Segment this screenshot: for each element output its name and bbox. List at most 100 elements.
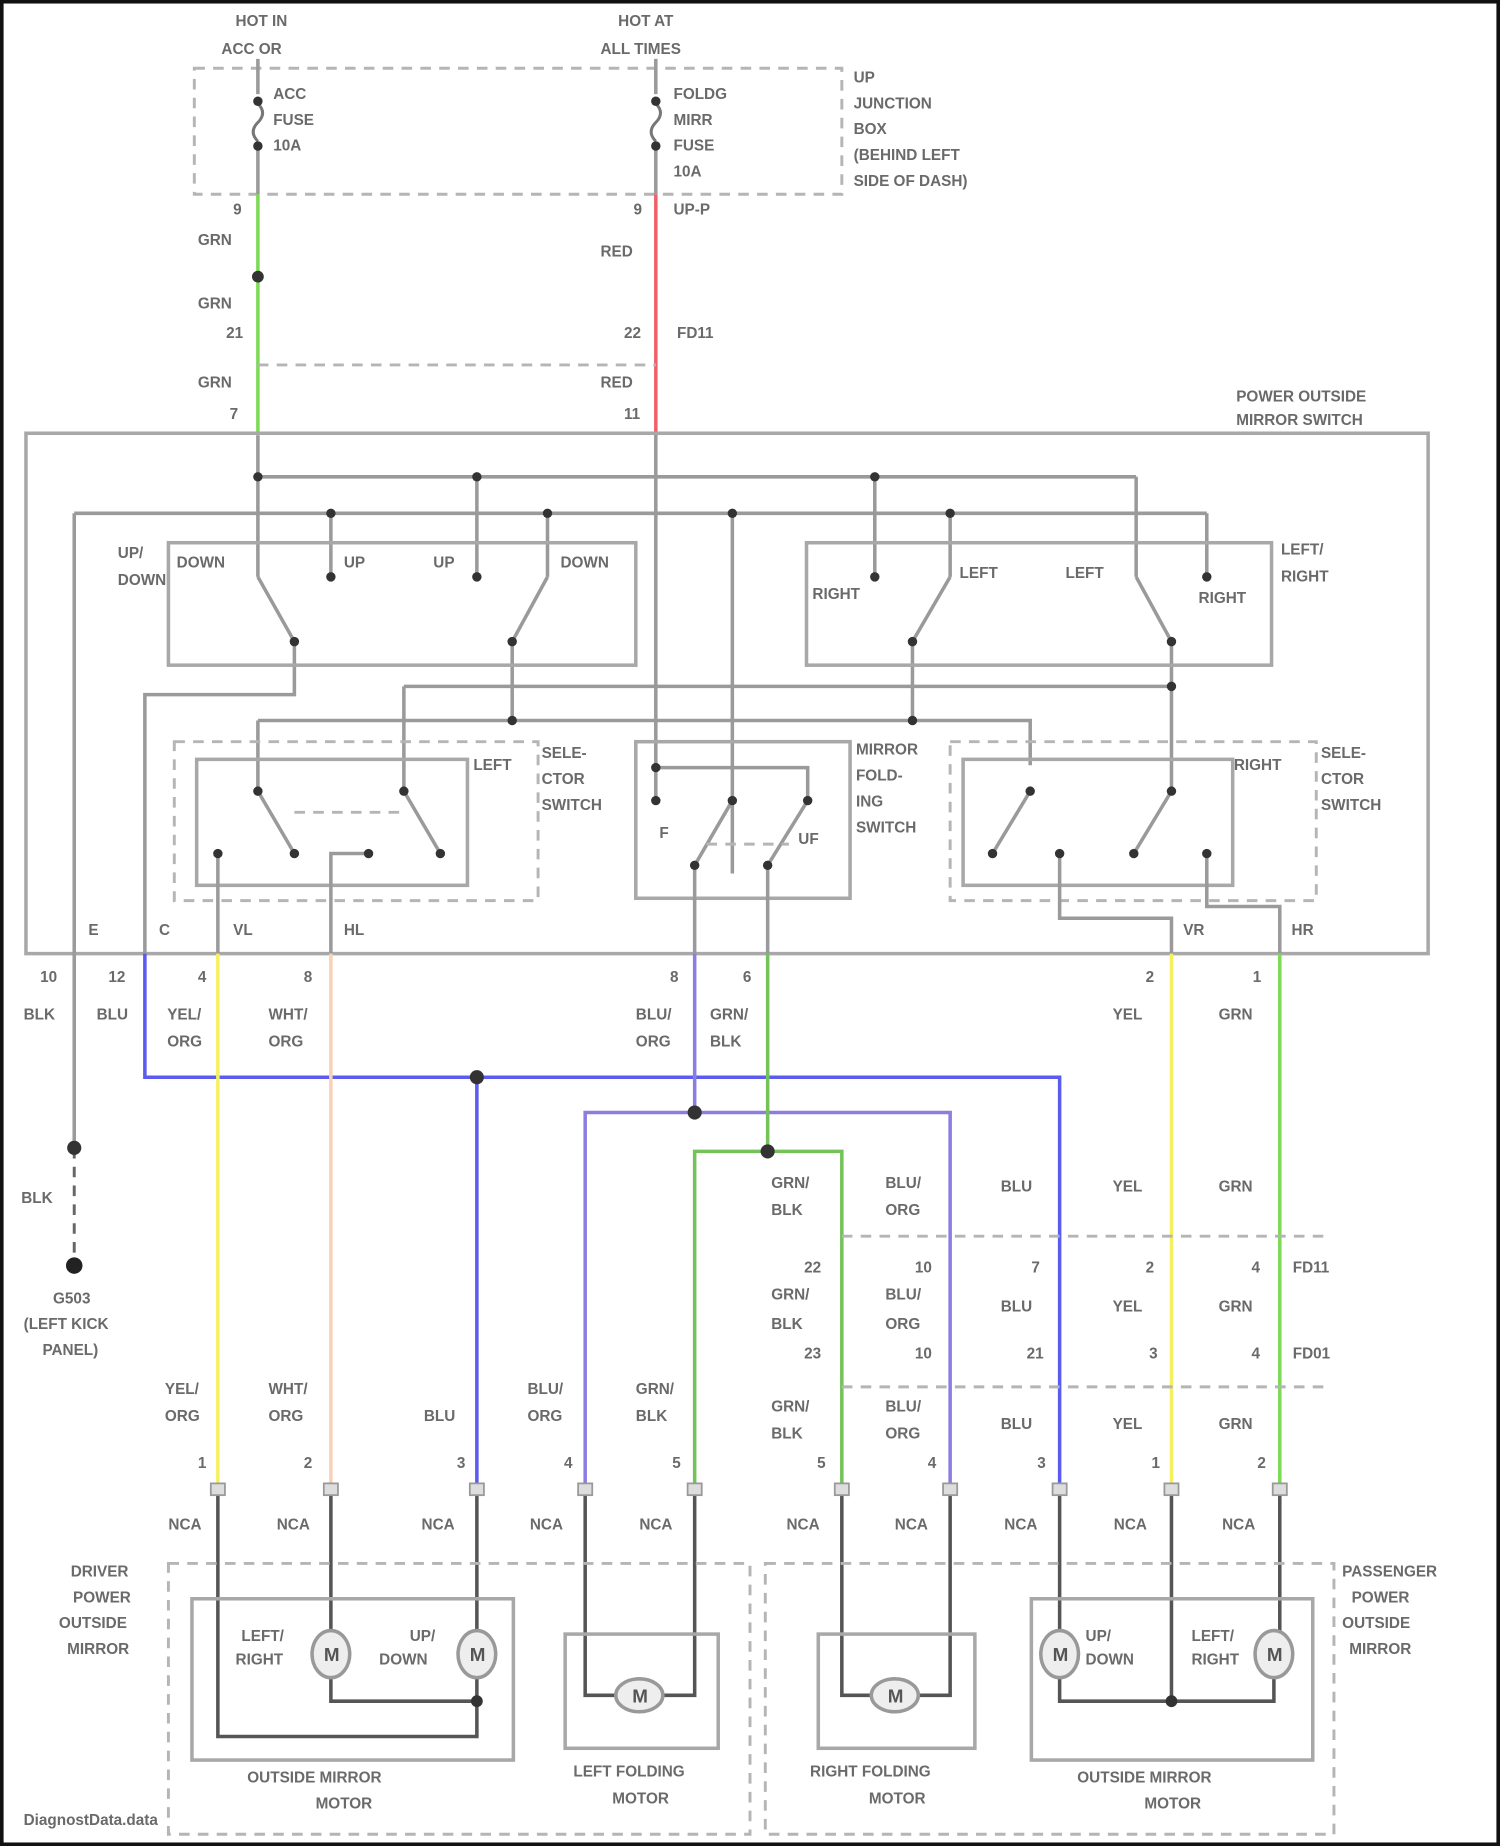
motor-symbol: M	[888, 1685, 904, 1706]
leftright-label: LEFT/	[1281, 542, 1324, 559]
nca-label: NCA	[1004, 1516, 1037, 1533]
ground-label: PANEL)	[42, 1342, 98, 1359]
connector-label: UP-P	[673, 201, 710, 218]
terminal-label: HL	[344, 922, 364, 939]
wire-color-label: GRN/	[771, 1399, 810, 1416]
passenger-mirror-label: MIRROR	[1349, 1641, 1411, 1658]
contact-label: UF	[798, 831, 818, 848]
terminal-label: E	[88, 922, 98, 939]
wire-color-label: GRN	[198, 295, 232, 312]
acc-label: HOT IN	[236, 13, 288, 30]
mirr-fuse-label: FUSE	[673, 138, 714, 155]
nca-label: NCA	[530, 1516, 563, 1533]
passenger-mirror-label: PASSENGER	[1342, 1563, 1437, 1580]
motor-symbol: M	[1267, 1644, 1283, 1665]
wire-color-label: RED	[600, 374, 632, 391]
connector-label: FD11	[677, 325, 714, 342]
pin-label: 4	[928, 1455, 937, 1472]
contact-label: LEFT	[1066, 565, 1105, 582]
motor-label: UP/	[410, 1628, 436, 1645]
junction-box-label: JUNCTION	[854, 95, 932, 112]
motor-caption: MOTOR	[316, 1795, 373, 1812]
pin-label: 3	[1149, 1346, 1158, 1363]
nca-label: NCA	[422, 1516, 455, 1533]
terminal-label: HR	[1292, 922, 1314, 939]
pin-label: 7	[1031, 1260, 1040, 1277]
motor-caption: LEFT FOLDING	[573, 1764, 684, 1781]
pin-label: 9	[633, 201, 642, 218]
wire-color-label: GRN	[1219, 1007, 1253, 1024]
wire-color-label: GRN	[1219, 1299, 1253, 1316]
pin-label: 4	[198, 969, 207, 986]
wire-color-label: ORG	[885, 1202, 920, 1219]
motor-symbol: M	[632, 1685, 648, 1706]
motor-label: DOWN	[1086, 1652, 1134, 1669]
pin-label: 22	[804, 1260, 821, 1277]
motor-label: LEFT/	[1191, 1628, 1234, 1645]
nca-label: NCA	[786, 1516, 819, 1533]
driver-mirror-label: POWER	[73, 1589, 131, 1606]
selector-label: CTOR	[542, 771, 585, 788]
acc-label-2: ACC OR	[221, 41, 281, 58]
nca-label: NCA	[895, 1516, 928, 1533]
wire-color-label: GRN	[1219, 1416, 1253, 1433]
pin-label: 10	[915, 1346, 932, 1363]
wire-color-label: BLK	[771, 1316, 802, 1333]
folding-switch-label: SWITCH	[856, 819, 916, 836]
pin-label: 1	[1151, 1455, 1160, 1472]
passenger-mirror-label: OUTSIDE	[1342, 1615, 1410, 1632]
mirr-fuse-label: FOLDG	[673, 86, 727, 103]
selector-label: SWITCH	[1321, 797, 1381, 814]
folding-switch-label: MIRROR	[856, 742, 918, 759]
wire-color-label: BLU	[424, 1408, 455, 1425]
wire-color-label: BLU/	[885, 1399, 921, 1416]
contact-label: UP	[344, 554, 365, 571]
motor-label: RIGHT	[236, 1652, 284, 1669]
pin-label: 11	[624, 406, 641, 423]
wire-color-label: ORG	[636, 1034, 671, 1051]
wire-color-label: WHT/	[268, 1381, 308, 1398]
pin-label: 8	[304, 969, 313, 986]
acc-fuse-label: 10A	[273, 138, 301, 155]
contact-label: DOWN	[177, 554, 225, 571]
wire-color-label: BLU	[1001, 1178, 1032, 1195]
wire-color-label: YEL	[1113, 1299, 1143, 1316]
motor-caption: RIGHT FOLDING	[810, 1764, 931, 1781]
motor-caption: OUTSIDE MIRROR	[247, 1769, 381, 1786]
passenger-mirror-label: POWER	[1352, 1589, 1410, 1606]
junction-box-label: UP	[854, 69, 875, 86]
junction-box-label: (BEHIND LEFT	[854, 147, 961, 164]
wire-color-label: GRN	[1219, 1178, 1253, 1195]
wire-color-label: BLU/	[885, 1175, 921, 1192]
pin-label: 9	[233, 201, 242, 218]
switch-title: MIRROR SWITCH	[1236, 412, 1363, 429]
motor-caption: OUTSIDE MIRROR	[1077, 1769, 1211, 1786]
wire-color-label: YEL	[1113, 1007, 1143, 1024]
folding-switch-label: ING	[856, 793, 883, 810]
motor-caption: MOTOR	[612, 1791, 669, 1808]
pin-label: 10	[40, 969, 57, 986]
nca-label: NCA	[168, 1516, 201, 1533]
acc-fuse-label: ACC	[273, 86, 306, 103]
wire-color-label: YEL	[1113, 1178, 1143, 1195]
wire-color-label: BLK	[636, 1408, 667, 1425]
pin-label: 6	[743, 969, 752, 986]
contact-label: RIGHT	[1199, 590, 1247, 607]
contact-label: RIGHT	[812, 586, 860, 603]
pin-label: 21	[226, 325, 244, 342]
motor-label: DOWN	[379, 1652, 427, 1669]
wire-color-label: WHT/	[268, 1007, 308, 1024]
wire-color-label: YEL/	[165, 1381, 200, 1398]
motor-caption: MOTOR	[869, 1791, 926, 1808]
contact-label: UP	[433, 554, 454, 571]
wire-color-label: YEL	[1113, 1416, 1143, 1433]
leftright-label: RIGHT	[1281, 569, 1329, 586]
watermark: DiagnostData.data	[24, 1812, 159, 1829]
wire-color-label: BLU/	[636, 1007, 672, 1024]
pin-label: 2	[1146, 1260, 1155, 1277]
selector-label: SWITCH	[542, 797, 602, 814]
pin-label: 4	[1252, 1346, 1261, 1363]
updown-label: UP/	[118, 545, 144, 562]
left-selector-label: LEFT	[473, 757, 512, 774]
